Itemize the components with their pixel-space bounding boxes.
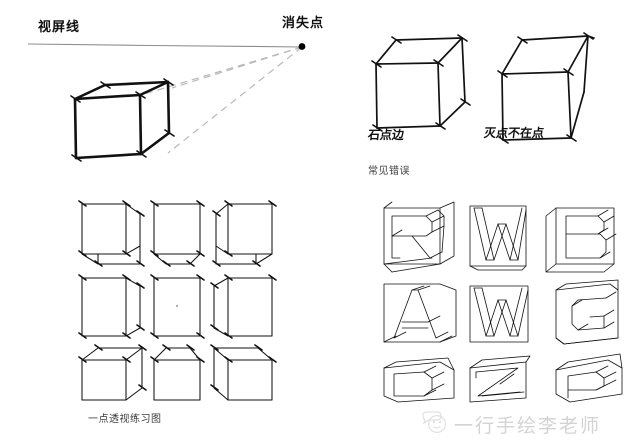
mistake-cube-2 — [497, 32, 595, 144]
practice-cube-r1c3 — [212, 200, 277, 267]
mistake-handwritten-label-2: 灭点不在点 — [483, 126, 545, 140]
main-perspective-diagram — [27, 43, 306, 162]
practice-cube-r3c2 — [150, 344, 205, 401]
practice-cube-r2c3 — [210, 274, 277, 339]
caption-practice-diagram: 一点透视练习图 — [88, 414, 162, 425]
mistake-cube-1 — [371, 34, 471, 132]
watermark: 一行手绘李老师 — [420, 406, 635, 442]
block-letter-grid — [383, 201, 623, 403]
caption-common-mistakes: 常见错误 — [368, 166, 410, 177]
block-letter-R — [383, 201, 455, 273]
block-letter-G — [555, 279, 619, 345]
cube-practice-grid — [78, 200, 277, 401]
vanishing-point-dot — [298, 43, 306, 50]
practice-cube-r2c1 — [78, 274, 145, 339]
block-letter-A — [383, 283, 457, 343]
block-letter-Z — [469, 355, 531, 403]
main-cube — [70, 78, 175, 162]
practice-cube-r1c1 — [78, 200, 145, 267]
block-letter-B — [545, 207, 617, 273]
mistake-handwritten-label-1: 石点边 — [367, 128, 405, 142]
label-screen-line: 视屏线 — [38, 19, 81, 34]
label-vanishing-point: 消失点 — [282, 15, 325, 30]
block-letter-D — [383, 357, 455, 403]
perspective-guide-lines — [140, 46, 303, 154]
watermark-text: 一行手绘李老师 — [454, 414, 602, 437]
practice-cube-r2c2 — [150, 274, 205, 339]
common-mistakes-diagram — [371, 32, 595, 144]
practice-cube-r3c3 — [210, 344, 277, 401]
practice-cube-r3c1 — [78, 344, 147, 401]
block-letter-W — [469, 205, 527, 271]
block-letter-W-2 — [469, 285, 529, 343]
smiley-face-icon — [422, 411, 446, 433]
block-letter-P — [555, 353, 623, 403]
horizon-line — [27, 43, 303, 48]
practice-cube-r1c2 — [150, 200, 205, 267]
